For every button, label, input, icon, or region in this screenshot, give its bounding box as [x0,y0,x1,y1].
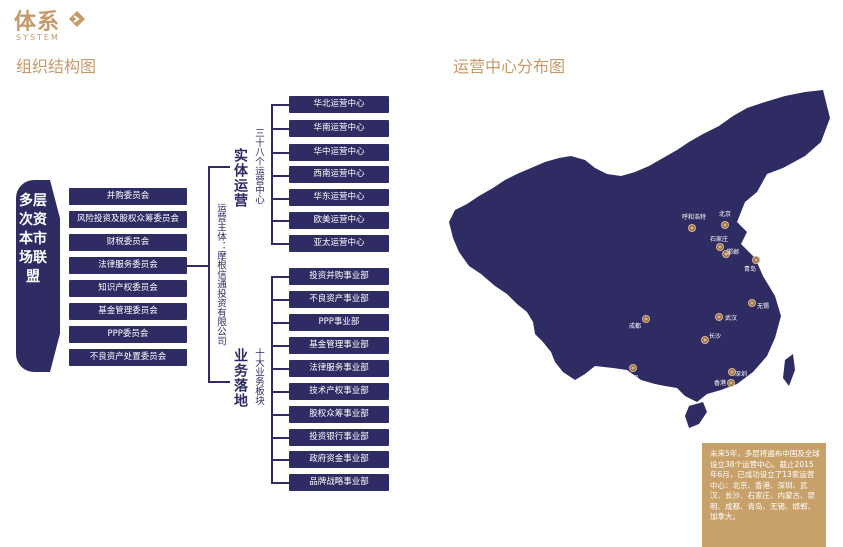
city-label: 呼和浩特 [682,214,707,221]
department-item: 技术产权事业部 [289,383,389,400]
city-marker [752,256,760,264]
connector-line [271,322,289,324]
main-org-label: 多层次资本市场联盟 [16,180,50,372]
connector-line [271,414,289,416]
city-label: 邯郸 [727,249,740,256]
bracket-line [271,276,273,482]
city-label: 石家庄 [710,236,729,243]
center-item: 华中运营中心 [289,144,389,161]
connector-line [271,345,289,347]
department-item: 股权众筹事业部 [289,406,389,423]
committee-item: PPP委员会 [69,326,187,343]
business-title: 业务落地 [232,348,248,408]
committee-item: 基金管理委员会 [69,303,187,320]
department-item: 法律服务事业部 [289,360,389,377]
city-label: 武汉 [725,315,738,322]
department-item: 基金管理事业部 [289,337,389,354]
city-marker [715,313,723,321]
committee-item: 财税委员会 [69,234,187,251]
city-label: 昆明 [626,375,639,382]
center-item: 西南运营中心 [289,166,389,183]
city-label: 长沙 [709,333,722,340]
center-item: 华北运营中心 [289,96,389,113]
connector-line [271,368,289,370]
connector-line [271,391,289,393]
committee-item: 知识产权委员会 [69,280,187,297]
connector-line [208,166,230,168]
city-marker [727,379,735,387]
connector-line [271,276,289,278]
connector-line [271,459,289,461]
city-marker [688,224,696,232]
center-item: 华东运营中心 [289,189,389,206]
map-title: 运营中心分布图 [453,57,566,76]
connector-line [208,166,210,382]
entity-operation-title: 实体运营 [232,148,248,208]
department-item: 投资并购事业部 [289,268,389,285]
connector-line [271,152,289,154]
committee-item: 并购委员会 [69,188,187,205]
department-item: 不良资产事业部 [289,291,389,308]
info-box: 未来5年，多层将遍布中国及全球设立38个运营中心。截止2015年6月，已成功设立… [702,443,826,547]
city-label: 无锡 [757,303,770,310]
bracket-line [271,104,273,243]
connector-line [271,220,289,222]
mainland-shape [449,90,830,402]
main-org-label-text: 多层次资本市场联盟 [19,193,47,285]
org-chart-title: 组织结构图 [16,57,97,76]
city-label: 北京 [719,211,732,218]
city-marker [721,221,729,229]
connector-line [271,175,289,177]
connector-line [271,243,289,245]
department-item: 投资银行事业部 [289,429,389,446]
committee-item: 法律服务委员会 [69,257,187,274]
center-item: 亚太运营中心 [289,235,389,252]
info-text: 未来5年，多层将遍布中国及全球设立38个运营中心。截止2015年6月，已成功设立… [710,449,820,521]
city-label: 青岛 [744,266,757,273]
connector-line [187,265,208,267]
center-item: 欧美运营中心 [289,212,389,229]
header-subtitle: SYSTEM [16,33,60,42]
center-item: 华南运营中心 [289,120,389,137]
taiwan-shape [783,354,795,386]
city-marker [728,368,736,376]
city-marker [748,299,756,307]
city-marker [716,243,724,251]
connector-line [271,198,289,200]
header-title: 体系 [14,10,61,35]
china-map [449,90,830,428]
department-item: 政府资金事业部 [289,451,389,468]
connector-line [271,437,289,439]
connector-line [271,128,289,130]
business-subtitle: 十大业务板块 [253,348,264,405]
city-marker [722,250,730,258]
committee-item: 风险投资及股权众筹委员会 [69,211,187,228]
connector-line [271,299,289,301]
city-label: 成都 [629,323,642,330]
city-label: 香港 [714,380,727,387]
operator-label: 运营主体：摩根信通投资有限公司 [215,203,226,346]
city-marker [701,336,709,344]
city-label: 深圳 [735,371,748,378]
city-marker [642,315,650,323]
hainan-shape [685,402,707,428]
connector-line [208,381,230,383]
entity-operation-subtitle: 三十八个运营中心 [253,128,264,204]
city-marker [629,364,637,372]
connector-line [271,104,289,106]
department-item: 品牌战略事业部 [289,474,389,491]
connector-line [271,482,289,484]
committee-item: 不良资产处置委员会 [69,349,187,366]
diamond-chevron-icon [69,11,85,27]
department-item: PPP事业部 [289,314,389,331]
